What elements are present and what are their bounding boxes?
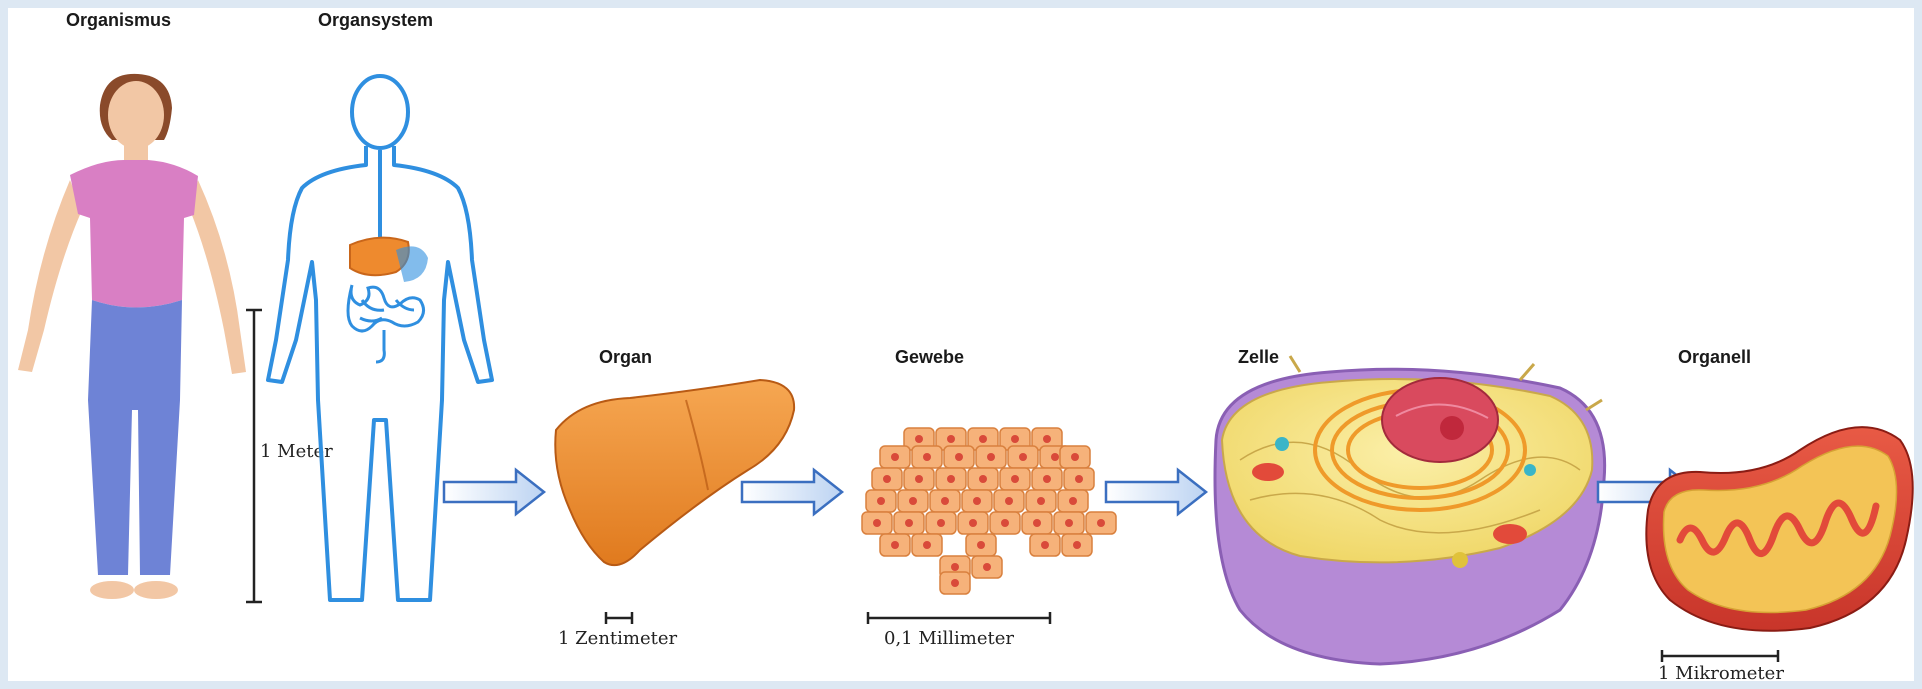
- tissue-cell-nucleus: [1075, 475, 1083, 483]
- tissue-cell-nucleus: [915, 475, 923, 483]
- organ-system-figure: [268, 76, 492, 600]
- tissue-cell-nucleus: [891, 453, 899, 461]
- tissue-cell-nucleus: [1011, 475, 1019, 483]
- organism-figure: [18, 74, 246, 599]
- tissue-cell-nucleus: [1041, 541, 1049, 549]
- tissue-cell-nucleus: [947, 435, 955, 443]
- tissue-cell-nucleus: [979, 475, 987, 483]
- tissue-cell-nucleus: [915, 435, 923, 443]
- tissue-cell-nucleus: [937, 519, 945, 527]
- tissue-cell-nucleus: [983, 563, 991, 571]
- tissue-cell-nucleus: [969, 519, 977, 527]
- tissue-cell-nucleus: [873, 519, 881, 527]
- tissue-cell-nucleus: [1051, 453, 1059, 461]
- tissue-cell-nucleus: [973, 497, 981, 505]
- tissue-cell-nucleus: [987, 453, 995, 461]
- tissue-cell-nucleus: [979, 435, 987, 443]
- tissue-cell-nucleus: [1043, 475, 1051, 483]
- tissue-cell-nucleus: [1037, 497, 1045, 505]
- tissue-cells: [862, 428, 1116, 594]
- arrow-1: [444, 470, 544, 514]
- tissue-cell-nucleus: [905, 519, 913, 527]
- tissue-cell-nucleus: [941, 497, 949, 505]
- tissue-cell-nucleus: [1005, 497, 1013, 505]
- arrow-2: [742, 470, 842, 514]
- tissue-cell-nucleus: [977, 541, 985, 549]
- tissue-cell-nucleus: [1011, 435, 1019, 443]
- tissue-cell-nucleus: [955, 453, 963, 461]
- arrow-3: [1106, 470, 1206, 514]
- tissue-cell-nucleus: [1073, 541, 1081, 549]
- tissue-cell-nucleus: [1097, 519, 1105, 527]
- tissue-cell-nucleus: [923, 453, 931, 461]
- scale-bar-millimeter: [868, 612, 1050, 624]
- tissue-cell-nucleus: [947, 475, 955, 483]
- tissue-cell-nucleus: [1033, 519, 1041, 527]
- tissue-cell-nucleus: [1019, 453, 1027, 461]
- intestines: [348, 285, 424, 362]
- tissue-cell-nucleus: [1069, 497, 1077, 505]
- scale-bar-zentimeter: [606, 612, 632, 624]
- tissue-cell-nucleus: [1071, 453, 1079, 461]
- liver-organ: [555, 380, 794, 565]
- tissue-cell-nucleus: [883, 475, 891, 483]
- mitochondrion: [1646, 427, 1912, 631]
- tissue-cell-nucleus: [1001, 519, 1009, 527]
- tissue-cell-nucleus: [923, 541, 931, 549]
- tissue-cell-nucleus: [951, 579, 959, 587]
- tissue-cell-nucleus: [877, 497, 885, 505]
- scale-bar-meter: [246, 310, 262, 602]
- tissue-cell-nucleus: [1043, 435, 1051, 443]
- tissue-cell-nucleus: [891, 541, 899, 549]
- cell: [1215, 356, 1605, 664]
- tissue-cell-nucleus: [951, 563, 959, 571]
- tissue-cell-nucleus: [909, 497, 917, 505]
- tissue-cell-nucleus: [1065, 519, 1073, 527]
- scale-bar-mikrometer: [1662, 650, 1778, 662]
